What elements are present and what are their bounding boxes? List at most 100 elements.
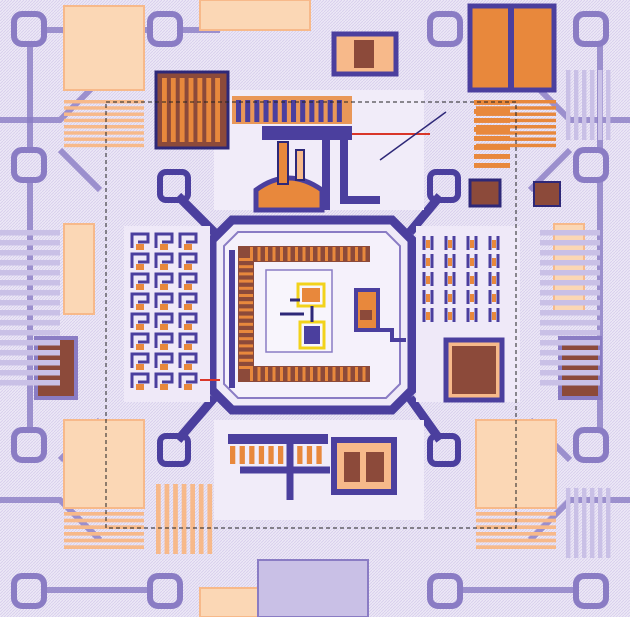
left-cell-wire-3-1 (154, 292, 174, 308)
serp-left-tooth-3 (239, 279, 253, 283)
right-core-block (416, 178, 561, 403)
right-cell-gate-1-1 (448, 258, 452, 266)
serp-top-tooth-8 (310, 247, 313, 261)
left-gutter-logic-15 (0, 380, 60, 386)
left-cell-wire-4-0 (130, 312, 150, 328)
right-cell-wire-1-0 (422, 254, 434, 268)
right-logic-array (422, 236, 500, 322)
left-cell-gate-2-1 (160, 284, 168, 290)
left-gutter-logic-4 (0, 270, 60, 276)
right-gutter-logic-0 (540, 230, 600, 236)
left-cell-wire-7-0 (130, 372, 150, 388)
tlcap-finger-3 (188, 78, 194, 142)
left-cell-gate-0-2 (184, 244, 192, 250)
left-gutter-logic-2 (0, 250, 60, 256)
bottom-metal-rail (228, 434, 328, 444)
left-cell-wire-3-2 (178, 292, 198, 308)
serp-bottom-tooth-0 (250, 367, 253, 381)
right-cell-wire-2-0 (422, 272, 434, 286)
top-finger-0 (236, 100, 242, 122)
right-cell-wire-2-2 (466, 272, 478, 286)
periphery-pad-3 (573, 11, 609, 47)
left-core-block (124, 226, 220, 402)
tl-fingers-6 (64, 137, 144, 141)
gutter-block-0 (63, 5, 145, 91)
trcap-finger-a-6 (474, 154, 510, 159)
bottom-center-block (214, 420, 424, 617)
left-gutter-logic-7 (0, 300, 60, 306)
top-dome (253, 175, 325, 213)
serp-bottom-tooth-4 (280, 367, 283, 381)
periphery-pad-5 (573, 147, 609, 183)
serp-top-tooth-4 (280, 247, 283, 261)
serp-bottom-tooth-6 (295, 367, 298, 381)
right-cell-wire-1-3 (488, 254, 500, 268)
right-cell-wire-0-1 (444, 236, 456, 250)
right-gutter-logic-14 (540, 370, 600, 376)
trcap-finger-a-5 (474, 145, 510, 150)
left-cell-gate-1-2 (184, 264, 192, 270)
left-cell-wire-2-0 (130, 272, 150, 288)
bottom-left-cap-fingers-1 (164, 484, 170, 554)
gutter-block-5 (199, 0, 311, 31)
serp-left-tooth-5 (239, 294, 253, 297)
top-right-cap-core (354, 40, 374, 68)
right-gutter-logic-5 (540, 280, 600, 286)
serp-left-tooth-12 (239, 344, 253, 348)
serp-bottom-tooth-1 (257, 367, 261, 381)
right-cell-wire-1-2 (466, 254, 478, 268)
right-cell-gate-0-3 (492, 240, 496, 248)
bottom-left-cap-fingers-3 (181, 484, 187, 554)
bottom-finger-8 (306, 446, 313, 464)
left-cell-gate-0-0 (136, 244, 144, 250)
right-cell-gate-0-0 (426, 240, 430, 248)
tlcap-finger-0 (162, 78, 167, 142)
bottom-left-cap-fingers-2 (173, 484, 178, 554)
left-cell-wire-7-1 (154, 372, 174, 388)
serp-bottom-tooth-10 (325, 367, 328, 381)
right-cell-gate-4-0 (426, 312, 430, 320)
bottom-left-cap-fingers-4 (190, 484, 195, 554)
top-finger-8 (309, 100, 315, 122)
left-gutter-logic-13 (0, 360, 60, 366)
bottom-finger-2 (249, 446, 255, 464)
core-pad-br (427, 433, 461, 467)
bottom-right-cap-core-2 (366, 452, 384, 482)
bottom-right-cap-core-1 (344, 452, 360, 482)
left-cell-gate-2-0 (136, 284, 144, 290)
serp-left-tooth-13 (239, 351, 253, 355)
left-cell-wire-1-1 (154, 252, 174, 268)
right-cell-wire-0-2 (466, 236, 478, 250)
top-diagonal-wire (379, 111, 447, 161)
trcap-finger-a-2 (474, 118, 510, 123)
right-cell-gate-2-1 (448, 276, 452, 284)
right-cell-gate-1-2 (470, 258, 474, 266)
left-cell-gate-7-1 (160, 384, 168, 390)
right-gutter-logic-4 (540, 270, 600, 276)
serp-left-tooth-7 (239, 308, 253, 312)
right-cell-gate-1-3 (492, 258, 496, 266)
core-serpentine (229, 246, 370, 388)
serp-bottom-tooth-13 (347, 367, 351, 381)
bottom-finger-1 (239, 446, 245, 464)
bl-fingers-4 (64, 538, 144, 543)
right-cell-gate-3-1 (448, 294, 452, 302)
right-edge-fingers-4 (598, 70, 603, 140)
serp-left-tooth-4 (239, 286, 253, 290)
left-cell-wire-5-2 (178, 332, 198, 348)
right-cell-wire-3-1 (444, 290, 456, 304)
tl-fingers-1 (64, 106, 144, 110)
right-gutter-logic-2 (540, 250, 600, 256)
left-cell-gate-6-1 (160, 364, 168, 370)
left-cell-gate-1-0 (136, 264, 144, 270)
bottom-finger-7 (297, 446, 303, 464)
tr-cap-split (508, 6, 514, 90)
left-cell-gate-0-1 (160, 244, 168, 250)
left-cell-gate-7-0 (136, 384, 144, 390)
top-fingers (236, 100, 342, 122)
right-cell-wire-0-3 (488, 236, 500, 250)
right-cell-wire-1-1 (444, 254, 456, 268)
top-finger-3 (263, 100, 269, 122)
tl-fingers-5 (64, 131, 144, 135)
bl-fingers-0 (64, 512, 144, 516)
